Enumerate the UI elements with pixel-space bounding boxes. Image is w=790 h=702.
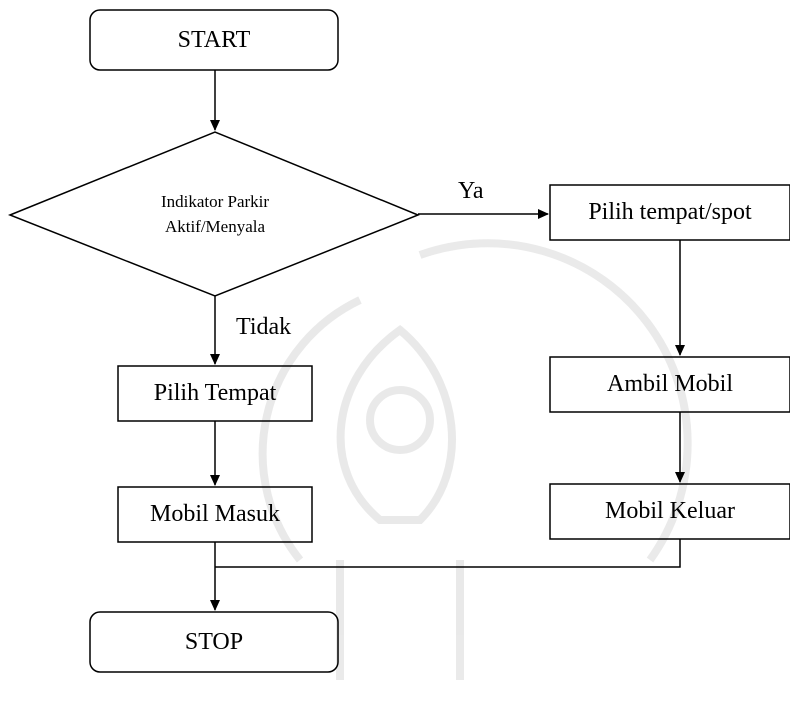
stop-terminator-shape [89,611,339,673]
watermark-flame [336,324,457,524]
pilih-spot-label: Pilih tempat/spot [588,199,752,225]
stop-label: STOP [184,628,244,655]
decision-diamond-shape [7,131,421,297]
decision-node: Indikator Parkir Aktif/Menyala [90,178,340,252]
mobil-masuk-node: Mobil Masuk [118,487,312,542]
line-mobil-keluar-to-merge [215,539,681,568]
mobil-keluar-box-shape [549,483,790,540]
decision-label-line1: Indikator Parkir [160,192,270,212]
ambil-mobil-node: Ambil Mobil [550,357,790,412]
mobil-masuk-label: Mobil Masuk [149,501,280,527]
edge-label-yes: Ya [458,178,484,204]
pilih-tempat-label: Pilih Tempat [153,380,277,406]
edge-label-no: Tidak [236,314,292,340]
pilih-spot-node: Pilih tempat/spot [550,185,790,240]
start-node: START [90,10,338,70]
pilih-spot-box-shape [549,184,790,241]
watermark-arc-right [418,239,692,563]
start-terminator-shape [89,9,339,71]
mobil-keluar-node: Mobil Keluar [550,484,790,539]
pilih-tempat-node: Pilih Tempat [118,366,312,421]
watermark-arc-left [258,296,362,563]
stop-node: STOP [90,612,338,672]
mobil-keluar-label: Mobil Keluar [605,498,735,524]
decision-label-line2: Aktif/Menyala [164,217,266,236]
watermark-center-circle [366,386,434,454]
ambil-mobil-box-shape [549,356,790,413]
university-watermark [258,239,692,680]
watermark-pillars [336,560,464,680]
start-label: START [177,26,251,53]
ambil-mobil-label: Ambil Mobil [606,371,733,397]
